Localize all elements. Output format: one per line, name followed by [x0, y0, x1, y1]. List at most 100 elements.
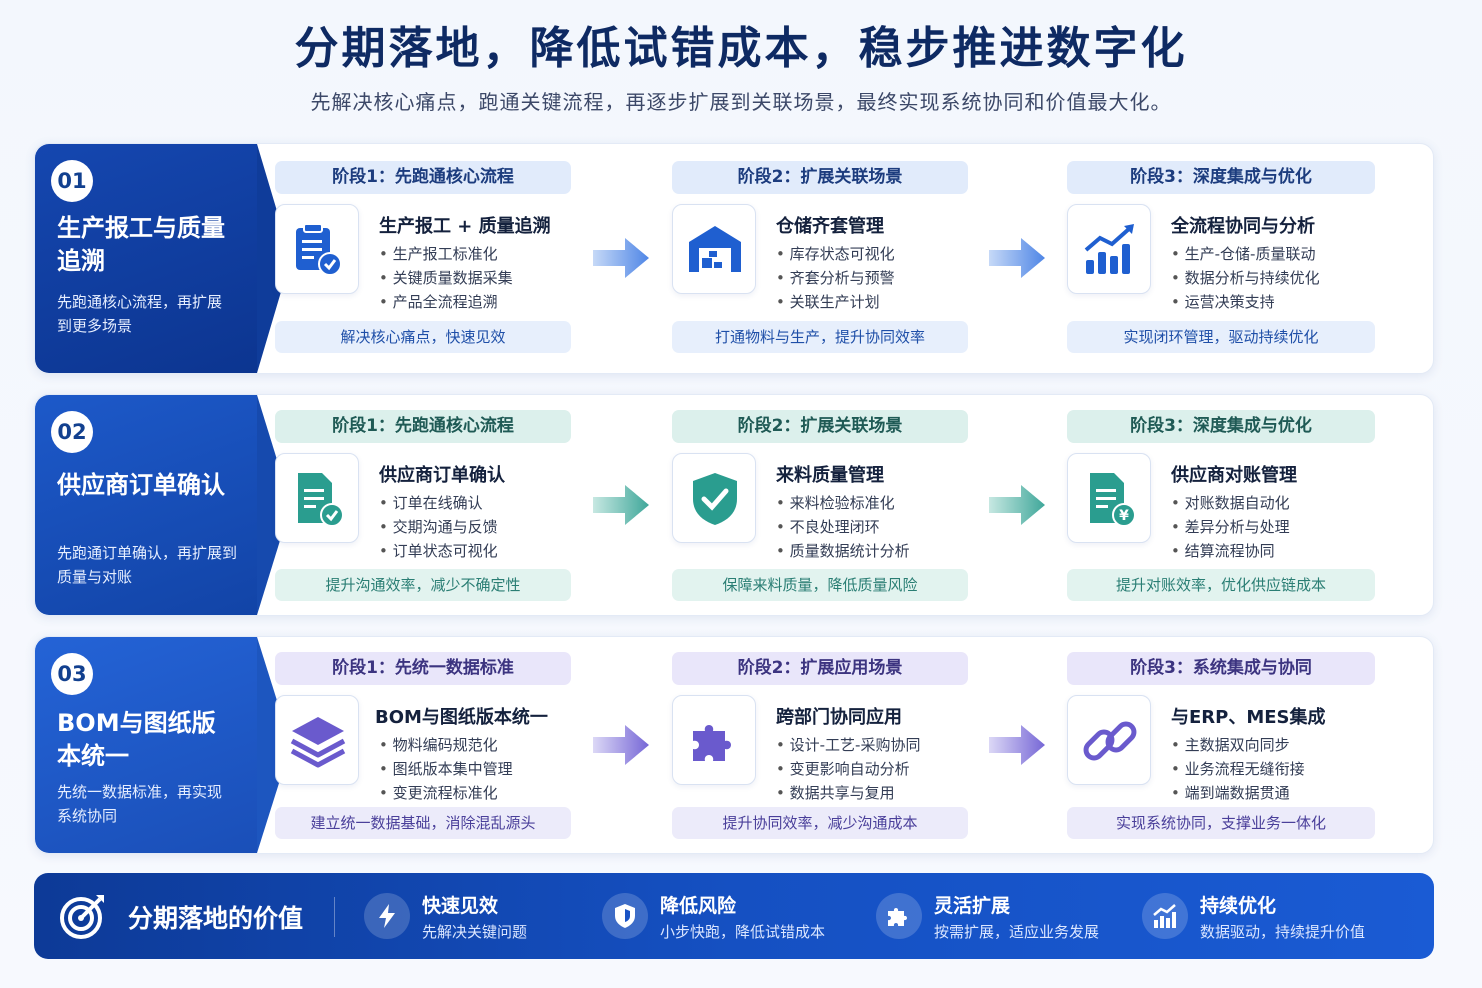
arrow-right-icon: [593, 725, 649, 765]
shield-check-icon: [672, 453, 756, 543]
list-item: 数据分析与持续优化: [1171, 266, 1320, 290]
list-item: 设计-工艺-采购协同: [776, 733, 921, 757]
list-item: 主数据双向同步: [1171, 733, 1305, 757]
list-item: 生产报工标准化: [379, 242, 513, 266]
stage-card: 供应商订单确认 订单在线确认 交期沟通与反馈 订单状态可视化: [275, 453, 571, 561]
svg-text:¥: ¥: [1119, 508, 1129, 524]
card-list: 设计-工艺-采购协同 变更影响自动分析 数据共享与复用: [776, 733, 921, 805]
list-item: 齐套分析与预警: [776, 266, 895, 290]
clipboard-check-icon: [275, 204, 359, 294]
stage-1: 阶段1：先跑通核心流程 供应商订单确认 订单在线确认 交期沟通与反馈 订单状态可…: [275, 410, 571, 601]
card-list: 生产-仓储-质量联动 数据分析与持续优化 运营决策支持: [1171, 242, 1320, 314]
stage-2: 阶段2：扩展关联场景 来料质量管理 来料检验标准化 不良处理闭环 质量数据统计分…: [672, 410, 968, 601]
target-icon: [60, 895, 104, 939]
list-item: 库存状态可视化: [776, 242, 895, 266]
value-item-title: 灵活扩展: [934, 895, 1011, 917]
stage-3: 阶段3：深度集成与优化 全流程协同与分析 生产-仓储-质量联动 数据分析与持续优…: [1067, 161, 1375, 353]
stage-footer: 建立统一数据基础，消除混乱源头: [275, 807, 571, 839]
stage-label: 阶段1：先跑通核心流程: [275, 161, 571, 194]
arrow-right-icon: [593, 485, 649, 525]
value-item-desc: 按需扩展，适应业务发展: [934, 923, 1100, 941]
invoice-yen-icon: ¥: [1067, 453, 1151, 543]
card-title: 全流程协同与分析: [1171, 216, 1315, 237]
card-list: 物料编码规范化 图纸版本集中管理 变更流程标准化: [379, 733, 513, 805]
arrow-right-icon: [989, 725, 1045, 765]
value-item-title: 降低风险: [660, 895, 737, 917]
list-item: 业务流程无缝衔接: [1171, 757, 1305, 781]
stage-label: 阶段2：扩展应用场景: [672, 652, 968, 685]
document-check-icon: [275, 453, 359, 543]
list-item: 变更影响自动分析: [776, 757, 920, 781]
list-item: 数据共享与复用: [776, 781, 920, 805]
list-item: 交期沟通与反馈: [379, 515, 498, 539]
card-list: 主数据双向同步 业务流程无缝衔接 端到端数据贯通: [1171, 733, 1305, 805]
value-item-desc: 小步快跑，降低试错成本: [660, 923, 826, 941]
stage-footer: 提升沟通效率，减少不确定性: [275, 569, 571, 601]
list-item: 物料编码规范化: [379, 733, 513, 757]
stage-label: 阶段1：先统一数据标准: [275, 652, 571, 685]
puzzle-icon: [876, 893, 922, 939]
stage-2: 阶段2：扩展应用场景 跨部门协同应用 设计-工艺-采购协同 变更影响自动分析 数…: [672, 652, 968, 839]
stage-1: 阶段1：先统一数据标准 BOM与图纸版本统一 物料编码规范化 图纸版本集中管理 …: [275, 652, 571, 839]
row-description: 先跑通核心流程，再扩展到更多场景: [57, 293, 223, 335]
card-title: 来料质量管理: [776, 465, 884, 486]
stage-footer: 提升协同效率，减少沟通成本: [672, 807, 968, 839]
row-title: BOM与图纸版本统一: [57, 709, 216, 770]
stage-label: 阶段3：深度集成与优化: [1067, 161, 1375, 194]
value-item-desc: 数据驱动，持续提升价值: [1200, 923, 1366, 941]
stage-footer: 实现闭环管理，驱动持续优化: [1067, 321, 1375, 353]
stage-footer: 打通物料与生产，提升协同效率: [672, 321, 968, 353]
list-item: 对账数据自动化: [1171, 491, 1290, 515]
page-title: 分期落地，降低试错成本，稳步推进数字化: [294, 23, 1188, 74]
bar-chart-icon: [1067, 204, 1151, 294]
list-item: 不良处理闭环: [776, 515, 910, 539]
page-subtitle: 先解决核心痛点，跑通关键流程，再逐步扩展到关联场景，最终实现系统协同和价值最大化…: [310, 90, 1172, 114]
card-title: 与ERP、MES集成: [1171, 707, 1326, 728]
stage-footer: 实现系统协同，支撑业务一体化: [1067, 807, 1375, 839]
row-title: 生产报工与质量追溯: [57, 214, 225, 275]
arrow-right-icon: [593, 238, 649, 278]
card-list: 订单在线确认 交期沟通与反馈 订单状态可视化: [379, 491, 498, 563]
stage-card: 全流程协同与分析 生产-仓储-质量联动 数据分析与持续优化 运营决策支持: [1067, 204, 1375, 319]
stage-label: 阶段3：系统集成与协同: [1067, 652, 1375, 685]
card-title: BOM与图纸版本统一: [375, 707, 548, 728]
list-item: 订单在线确认: [379, 491, 498, 515]
stage-label: 阶段1：先跑通核心流程: [275, 410, 571, 443]
link-icon: [1067, 695, 1151, 785]
value-item-desc: 先解决关键问题: [422, 923, 528, 941]
list-item: 生产-仓储-质量联动: [1171, 242, 1320, 266]
arrow-right-icon: [989, 238, 1045, 278]
stage-footer: 解决核心痛点，快速见效: [275, 321, 571, 353]
list-item: 图纸版本集中管理: [379, 757, 513, 781]
puzzle-icon: [672, 695, 756, 785]
row-number: 03: [51, 653, 93, 695]
row-supplier-order: 02 供应商订单确认 先跑通订单确认，再扩展到质量与对账 阶段1：先跑通核心流程…: [34, 394, 1434, 616]
list-item: 结算流程协同: [1171, 539, 1290, 563]
stage-3: 阶段3：深度集成与优化 ¥ 供应商对账管理 对账数据自动化 差异分析与处理 结算…: [1067, 410, 1375, 601]
card-list: 对账数据自动化 差异分析与处理 结算流程协同: [1171, 491, 1290, 563]
card-title: 仓储齐套管理: [776, 216, 884, 237]
list-item: 关联生产计划: [776, 290, 895, 314]
row-bom-drawing: 03 BOM与图纸版本统一 先统一数据标准，再实现系统协同 阶段1：先统一数据标…: [34, 636, 1434, 854]
value-item-title: 快速见效: [422, 895, 499, 917]
value-title: 分期落地的价值: [128, 904, 304, 933]
stage-label: 阶段3：深度集成与优化: [1067, 410, 1375, 443]
arrow-right-icon: [989, 485, 1045, 525]
stage-2: 阶段2：扩展关联场景 仓储齐套管理 库存状态可视化 齐套分析与预警 关联生产计划…: [672, 161, 968, 353]
card-title: 生产报工 + 质量追溯: [379, 216, 551, 237]
layers-icon: [275, 695, 359, 785]
value-item-title: 持续优化: [1200, 895, 1277, 917]
card-list: 库存状态可视化 齐套分析与预警 关联生产计划: [776, 242, 895, 314]
stage-card: 仓储齐套管理 库存状态可视化 齐套分析与预警 关联生产计划: [672, 204, 968, 319]
stage-label: 阶段2：扩展关联场景: [672, 161, 968, 194]
stage-card: ¥ 供应商对账管理 对账数据自动化 差异分析与处理 结算流程协同: [1067, 453, 1375, 561]
row-production-report: 01 生产报工与质量追溯 先跑通核心流程，再扩展到更多场景 阶段1：先跑通核心流…: [34, 143, 1434, 374]
list-item: 关键质量数据采集: [379, 266, 513, 290]
row-description: 先统一数据标准，再实现系统协同: [57, 783, 223, 825]
divider: [334, 897, 335, 937]
row-number: 01: [51, 160, 93, 202]
card-title: 跨部门协同应用: [776, 707, 902, 728]
stage-card: 来料质量管理 来料检验标准化 不良处理闭环 质量数据统计分析: [672, 453, 968, 561]
row-banner: 01 生产报工与质量追溯 先跑通核心流程，再扩展到更多场景: [35, 144, 291, 373]
stage-card: 跨部门协同应用 设计-工艺-采购协同 变更影响自动分析 数据共享与复用: [672, 695, 968, 802]
